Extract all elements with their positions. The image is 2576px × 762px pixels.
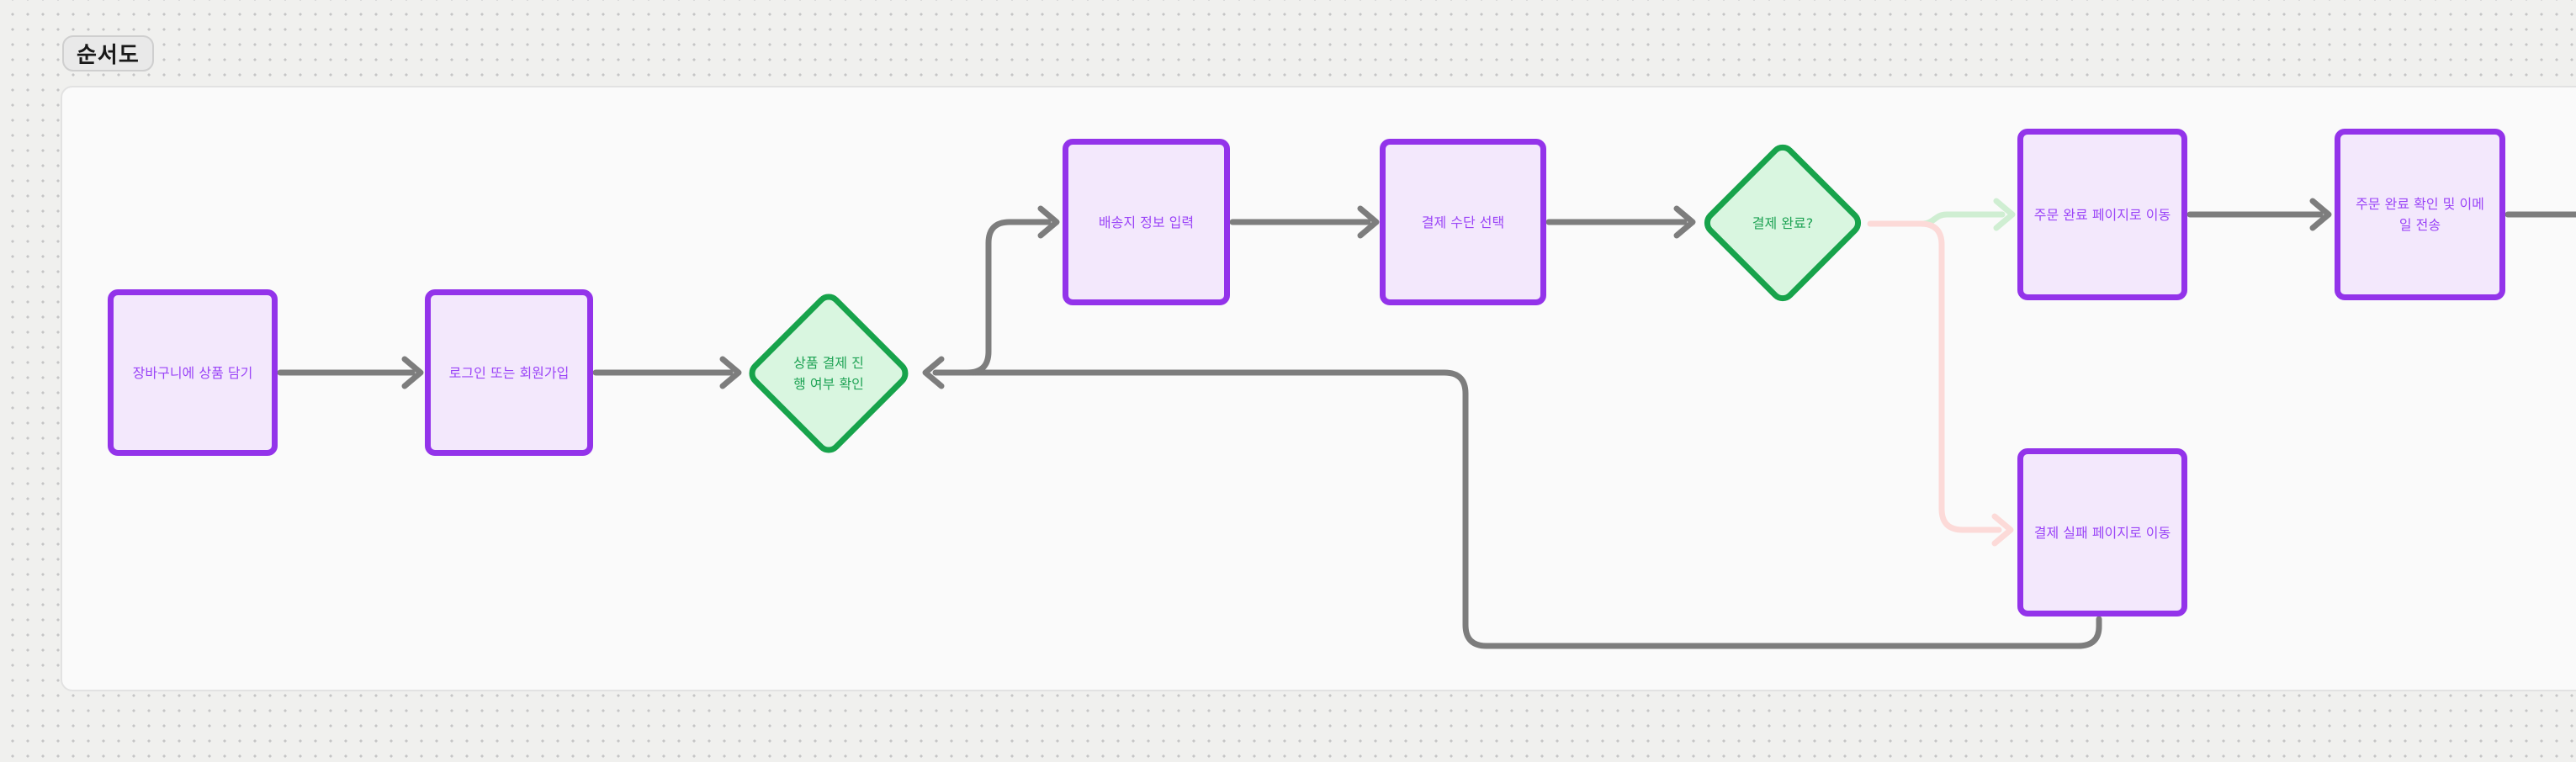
node-order-complete-page-label: 주문 완료 페이지로 이동 xyxy=(2033,206,2171,223)
node-payment-fail-page[interactable]: 결제 실패 페이지로 이동 xyxy=(2017,448,2187,616)
node-shipping-info-label: 배송지 정보 입력 xyxy=(1098,214,1195,230)
diagram-type-label: 순서도 xyxy=(77,43,140,68)
node-payment-complete-label: 결제 완료? xyxy=(1752,214,1814,231)
node-login[interactable]: 로그인 또는 회원가입 xyxy=(425,289,593,456)
node-payment-complete[interactable]: 결제 완료? xyxy=(1698,139,1868,307)
node-cart-label: 장바구니에 상품 담기 xyxy=(132,364,253,381)
node-payment-method[interactable]: 결제 수단 선택 xyxy=(1380,139,1546,305)
diagram-type-badge: 순서도 xyxy=(62,35,154,71)
node-order-complete-page[interactable]: 주문 완료 페이지로 이동 xyxy=(2017,129,2187,300)
node-payment-check[interactable]: 상품 결제 진행 여부 확인 xyxy=(743,288,914,459)
node-payment-check-label: 상품 결제 진행 여부 확인 xyxy=(793,355,864,392)
node-login-label: 로그인 또는 회원가입 xyxy=(448,364,570,381)
node-order-confirm-email[interactable]: 주문 완료 확인 및 이메일 전송 xyxy=(2335,129,2505,300)
node-cart[interactable]: 장바구니에 상품 담기 xyxy=(108,289,278,456)
node-shipping-info[interactable]: 배송지 정보 입력 xyxy=(1063,139,1230,305)
node-order-confirm-email-label: 주문 완료 확인 및 이메일 전송 xyxy=(2356,196,2484,233)
node-payment-method-label: 결제 수단 선택 xyxy=(1421,214,1505,230)
node-payment-fail-page-label: 결제 실패 페이지로 이동 xyxy=(2033,524,2171,541)
